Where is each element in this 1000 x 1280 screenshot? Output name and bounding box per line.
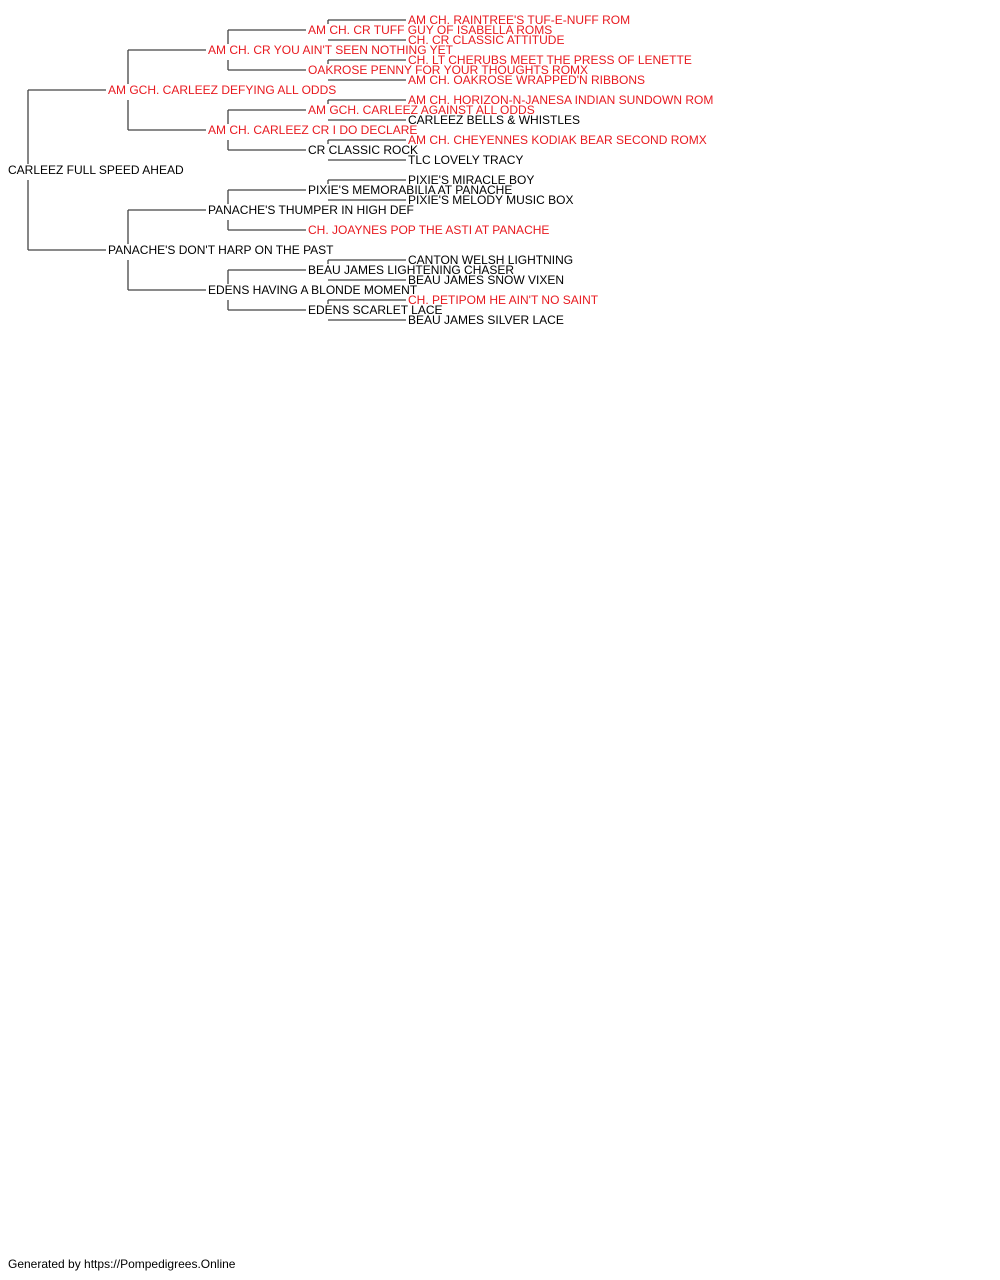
ancestor-name-sire-sire-sire-sire: AM CH. RAINTREE'S TUF-E-NUFF ROM xyxy=(408,13,630,27)
ancestor-name-sire-dam-sire-dam: CARLEEZ BELLS & WHISTLES xyxy=(408,113,580,127)
ancestor-name-sire-dam-sire: AM GCH. CARLEEZ AGAINST ALL ODDS xyxy=(308,103,535,117)
ancestor-name-dam-dam: EDENS HAVING A BLONDE MOMENT xyxy=(208,283,418,297)
ancestor-name-dam-dam-sire-dam: BEAU JAMES SNOW VIXEN xyxy=(408,273,564,287)
subject-dog-name: CARLEEZ FULL SPEED AHEAD xyxy=(8,163,184,177)
ancestor-name-sire: AM GCH. CARLEEZ DEFYING ALL ODDS xyxy=(108,83,336,97)
ancestor-name-dam: PANACHE'S DON'T HARP ON THE PAST xyxy=(108,243,334,257)
ancestor-name-sire-sire-sire: AM CH. CR TUFF GUY OF ISABELLA ROMS xyxy=(308,23,552,37)
ancestor-name-dam-sire: PANACHE'S THUMPER IN HIGH DEF xyxy=(208,203,414,217)
ancestor-name-sire-sire: AM CH. CR YOU AIN'T SEEN NOTHING YET xyxy=(208,43,454,57)
ancestor-name-dam-sire-dam: CH. JOAYNES POP THE ASTI AT PANACHE xyxy=(308,223,549,237)
generated-by-footer: Generated by https://Pompedigrees.Online xyxy=(8,1257,236,1271)
ancestor-name-sire-sire-sire-dam: CH. CR CLASSIC ATTITUDE xyxy=(408,33,564,47)
ancestor-name-dam-dam-dam-dam: BEAU JAMES SILVER LACE xyxy=(408,313,564,327)
connector-lines xyxy=(27,19,406,321)
ancestor-name-sire-sire-dam-dam: AM CH. OAKROSE WRAPPED'N RIBBONS xyxy=(408,73,645,87)
ancestor-name-dam-dam-sire-sire: CANTON WELSH LIGHTNING xyxy=(408,253,573,267)
ancestor-name-sire-dam-dam-dam: TLC LOVELY TRACY xyxy=(408,153,523,167)
ancestor-name-sire-sire-dam: OAKROSE PENNY FOR YOUR THOUGHTS ROMX xyxy=(308,63,588,77)
ancestor-name-sire-dam-sire-sire: AM CH. HORIZON-N-JANESA INDIAN SUNDOWN R… xyxy=(408,93,713,107)
ancestor-name-dam-dam-dam: EDENS SCARLET LACE xyxy=(308,303,443,317)
ancestor-name-sire-dam-dam-sire: AM CH. CHEYENNES KODIAK BEAR SECOND ROMX xyxy=(408,133,707,147)
ancestor-name-dam-dam-dam-sire: CH. PETIPOM HE AIN'T NO SAINT xyxy=(408,293,599,307)
ancestor-name-sire-dam: AM CH. CARLEEZ CR I DO DECLARE xyxy=(208,123,417,137)
ancestor-name-dam-sire-sire-sire: PIXIE'S MIRACLE BOY xyxy=(408,173,534,187)
ancestor-name-dam-dam-sire: BEAU JAMES LIGHTENING CHASER xyxy=(308,263,514,277)
ancestor-name-dam-sire-sire: PIXIE'S MEMORABILIA AT PANACHE xyxy=(308,183,512,197)
ancestor-name-dam-sire-sire-dam: PIXIE'S MELODY MUSIC BOX xyxy=(408,193,573,207)
ancestor-name-sire-sire-dam-sire: CH. LT CHERUBS MEET THE PRESS OF LENETTE xyxy=(408,53,692,67)
ancestor-name-sire-dam-dam: CR CLASSIC ROCK xyxy=(308,143,418,157)
dog-names: CARLEEZ FULL SPEED AHEAD AM GCH. CARLEEZ … xyxy=(8,13,713,327)
